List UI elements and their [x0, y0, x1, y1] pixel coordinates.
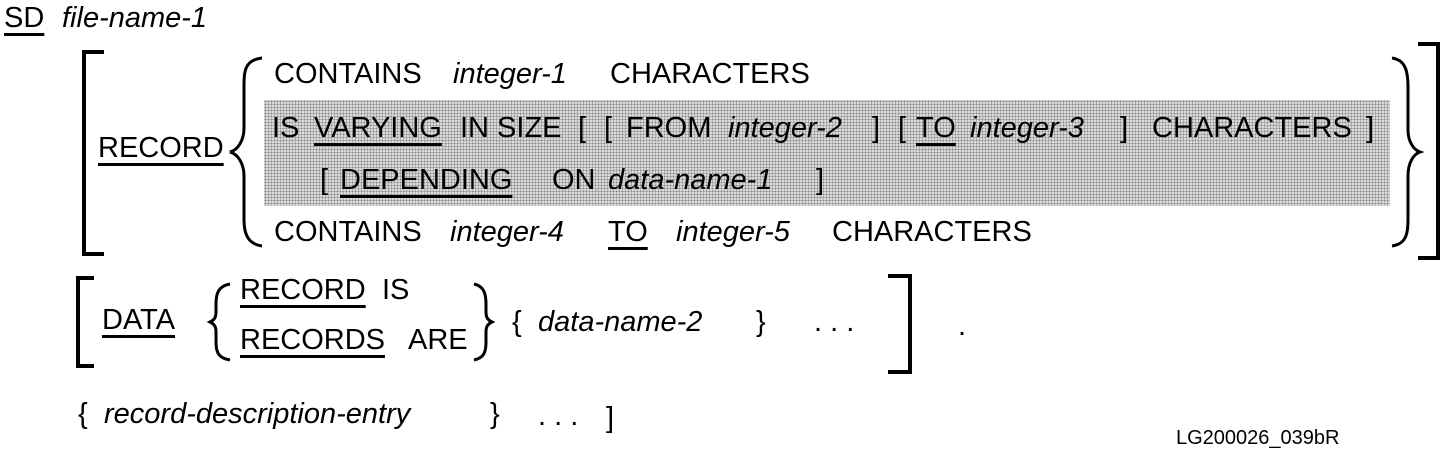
data-ellipsis: . . .	[814, 306, 855, 338]
figure-reference-label: LG200026_039bR	[1176, 427, 1340, 449]
optional-open-bracket: [	[578, 112, 587, 144]
characters-keyword-3: CHARACTERS	[832, 216, 1032, 248]
in-size-keyword: IN SIZE	[460, 112, 562, 144]
integer-5-param: integer-5	[676, 216, 790, 248]
characters-keyword-1: CHARACTERS	[610, 58, 810, 90]
data-name-2-open-brace: {	[512, 306, 522, 338]
record-choices-left-brace	[229, 56, 263, 248]
data-clause-left-bracket	[76, 276, 94, 368]
record-is-left-brace	[206, 282, 231, 362]
data-name-2-close-brace: }	[756, 306, 766, 338]
integer-4-param: integer-4	[450, 216, 564, 248]
from-close-bracket: ]	[872, 112, 881, 144]
to-keyword-2: TO	[608, 216, 648, 248]
entry-open-brace: {	[78, 398, 88, 430]
data-name-1-param: data-name-1	[608, 164, 773, 196]
from-keyword: FROM	[626, 112, 712, 144]
sd-keyword: SD	[4, 2, 45, 34]
on-keyword: ON	[552, 164, 596, 196]
records-are-keyword: RECORDS	[240, 324, 386, 356]
entry-close-brace: }	[490, 398, 500, 430]
from-open-bracket: [	[604, 112, 613, 144]
is-keyword: IS	[272, 112, 300, 144]
record-keyword: RECORD	[98, 132, 224, 164]
integer-3-param: integer-3	[970, 112, 1084, 144]
optional-close-bracket: ]	[1366, 112, 1375, 144]
integer-1-param: integer-1	[453, 58, 567, 90]
to-close-bracket: ]	[1120, 112, 1129, 144]
contains-keyword-2: CONTAINS	[274, 216, 422, 248]
to-open-bracket: [	[898, 112, 907, 144]
entry-ellipsis: . . .	[538, 400, 579, 432]
data-name-2-param: data-name-2	[538, 306, 703, 338]
varying-keyword: VARYING	[314, 112, 442, 144]
depending-close-bracket: ]	[816, 164, 825, 196]
data-clause-right-bracket	[888, 274, 912, 374]
to-keyword-1: TO	[916, 112, 956, 144]
is-keyword-2: IS	[382, 274, 410, 306]
varying-format-highlight	[264, 100, 1390, 206]
record-clause-right-bracket	[1418, 42, 1440, 260]
record-is-right-brace	[473, 282, 496, 362]
data-keyword: DATA	[102, 304, 176, 336]
clause-period: .	[958, 310, 967, 342]
record-description-entry-param: record-description-entry	[104, 398, 411, 430]
characters-keyword-2: CHARACTERS	[1152, 112, 1352, 144]
entry-close-bracket: ]	[606, 402, 615, 434]
record-is-keyword: RECORD	[240, 274, 366, 306]
are-keyword: ARE	[408, 324, 468, 356]
integer-2-param: integer-2	[728, 112, 842, 144]
contains-keyword-1: CONTAINS	[274, 58, 422, 90]
file-name-1-param: file-name-1	[62, 2, 208, 34]
record-choices-right-brace	[1391, 56, 1425, 248]
depending-open-bracket: [	[320, 164, 329, 196]
depending-keyword: DEPENDING	[340, 164, 513, 196]
